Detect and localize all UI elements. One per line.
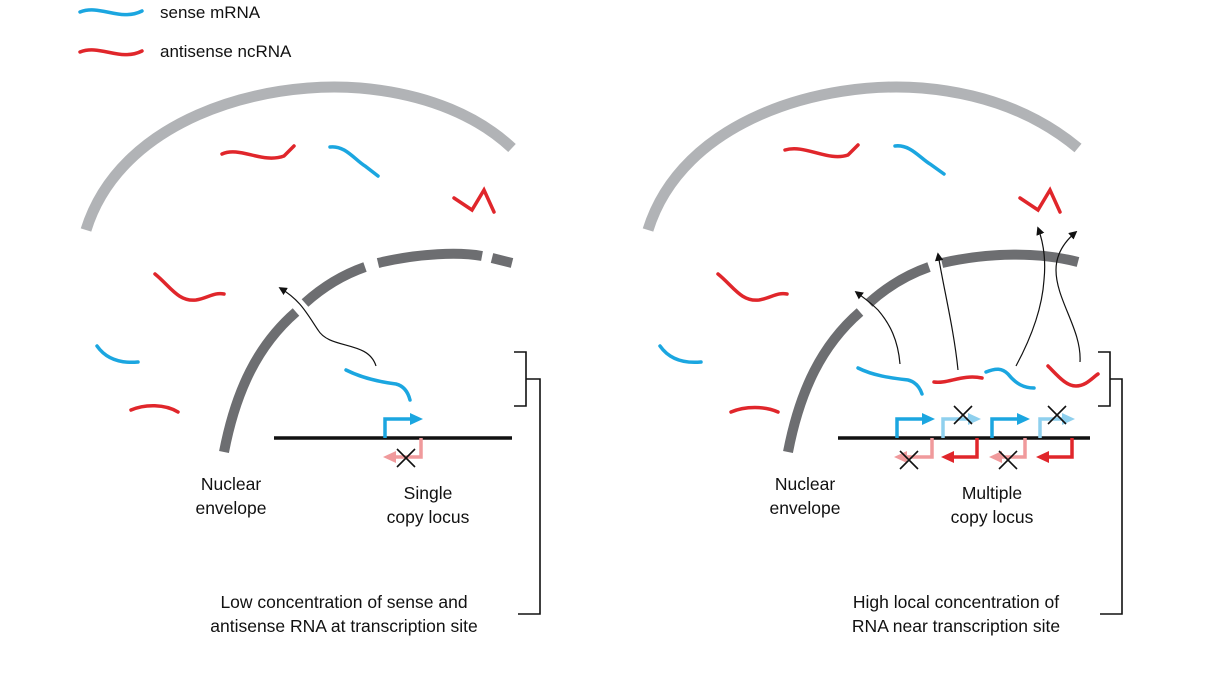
left-sense-promoter-arrow (383, 417, 412, 438)
legend-antisense-swatch (78, 48, 144, 57)
left-nascent-sense-rna (344, 368, 412, 402)
legend: sense mRNA antisense ncRNA (78, 3, 292, 61)
right-antisense-promoter-arrow-2 (952, 438, 979, 459)
right-sense-promoter-arrow-1 (895, 417, 924, 438)
right-locus-label-2: copy locus (951, 507, 1034, 527)
right-leader-line (1100, 378, 1123, 615)
right-antisense-rna-3 (716, 272, 789, 302)
right-export-arrow-2 (934, 252, 959, 371)
right-antisense-rna-4 (729, 405, 780, 414)
left-caption-2: antisense RNA at transcription site (210, 616, 478, 636)
left-envelope-label-2: envelope (195, 498, 266, 518)
right-export-arrow-3 (1015, 226, 1046, 367)
right-block-x-icon-1 (953, 405, 973, 425)
left-antisense-rna-4 (129, 404, 180, 414)
right-nascent-antisense-rna-2 (1046, 364, 1100, 388)
right-sense-rna-1 (893, 144, 946, 176)
right-sense-promoter-arrow-4 (1038, 417, 1064, 438)
right-antisense-rna-2 (1018, 186, 1062, 214)
right-caption-2: RNA near transcription site (852, 616, 1060, 636)
left-antisense-promoter-arrow (394, 438, 423, 459)
left-locus-label-1: Single (404, 483, 453, 503)
right-antisense-promoter-arrow-1 (905, 438, 934, 459)
left-envelope-label-1: Nuclear (201, 474, 261, 494)
left-antisense-rna-1 (220, 144, 296, 160)
right-antisense-rna-1 (783, 143, 860, 159)
legend-sense-label: sense mRNA (160, 3, 261, 22)
left-antisense-rna-2 (452, 186, 496, 214)
right-antisense-promoter-arrow-4 (1047, 438, 1074, 459)
left-block-x-icon (396, 448, 416, 468)
right-nascent-sense-rna-2 (984, 367, 1036, 390)
left-sense-rna-2 (95, 344, 140, 365)
left-panel: Nuclear envelope Single copy locus Low c… (80, 81, 541, 636)
right-nuclear-envelope (783, 249, 1080, 453)
right-export-arrow-1 (854, 290, 901, 365)
left-nuclear-envelope (219, 248, 514, 453)
left-export-arrow (278, 287, 377, 367)
right-nascent-antisense-rna-1 (932, 375, 984, 384)
right-export-arrow-4 (1055, 230, 1081, 363)
right-bracket (1098, 351, 1111, 407)
right-nascent-sense-rna-1 (856, 366, 924, 396)
left-bracket (514, 351, 527, 407)
right-block-x-icon-3 (899, 450, 919, 470)
right-cell-outline (642, 81, 1082, 232)
left-caption-1: Low concentration of sense and (220, 592, 467, 612)
right-block-x-icon-2 (1047, 405, 1067, 425)
right-caption-1: High local concentration of (853, 592, 1059, 612)
left-leader-line (518, 378, 541, 615)
left-locus-label-2: copy locus (387, 507, 470, 527)
left-cell-outline (80, 81, 516, 232)
left-sense-rna-1 (328, 145, 380, 178)
right-sense-rna-2 (658, 344, 703, 365)
right-envelope-label-1: Nuclear (775, 474, 835, 494)
right-antisense-promoter-arrow-3 (1000, 438, 1027, 459)
legend-antisense-label: antisense ncRNA (160, 42, 292, 61)
right-panel: Nuclear envelope Multiple copy locus Hig… (642, 81, 1123, 636)
right-envelope-label-2: envelope (769, 498, 840, 518)
left-antisense-rna-3 (153, 272, 226, 302)
right-block-x-icon-4 (998, 450, 1018, 470)
right-sense-promoter-arrow-3 (990, 417, 1019, 438)
right-locus-label-1: Multiple (962, 483, 1022, 503)
right-sense-promoter-arrow-2 (941, 417, 970, 438)
legend-sense-swatch (78, 8, 144, 17)
